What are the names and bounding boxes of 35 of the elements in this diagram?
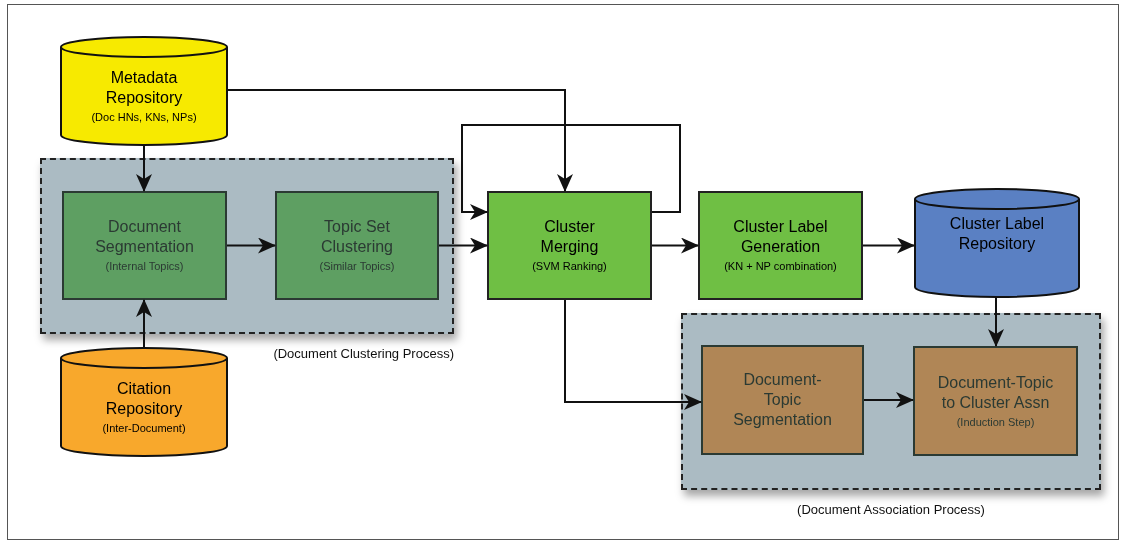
node-subtitle: (Similar Topics) xyxy=(319,259,395,274)
arrow xyxy=(136,299,152,348)
arrow xyxy=(988,297,1004,347)
node-subtitle: (Internal Topics) xyxy=(105,259,184,274)
group-label: (Document Association Process) xyxy=(797,502,985,517)
node-title: Document-Topic to Cluster Assn xyxy=(936,372,1055,413)
process-box xyxy=(701,345,864,455)
process-box xyxy=(698,191,863,300)
arrow xyxy=(136,145,152,192)
process-box xyxy=(913,346,1078,456)
arrow xyxy=(461,124,681,220)
node-title: Topic Set Clustering xyxy=(320,217,394,257)
node-title: Metadata Repository xyxy=(104,68,184,108)
group-label: (Document Clustering Process) xyxy=(273,346,454,361)
arrow xyxy=(438,237,488,254)
node-title: Citation Repository xyxy=(104,379,184,419)
node-title: Document Segmentation xyxy=(94,217,195,257)
node-subtitle: (Inter-Document) xyxy=(102,421,186,436)
arrow xyxy=(862,237,915,254)
arrow xyxy=(651,237,699,254)
arrow xyxy=(564,299,702,410)
node-title: Cluster Merging xyxy=(539,217,600,257)
node-subtitle: (SVM Ranking) xyxy=(532,259,607,274)
node-title: Document- Topic Segmentation xyxy=(732,370,833,430)
process-box xyxy=(62,191,227,300)
arrow xyxy=(863,392,914,408)
process-box xyxy=(275,191,439,300)
arrow xyxy=(226,237,276,254)
node-title: Cluster Label Generation xyxy=(732,217,829,257)
node-title: Cluster Label Repository xyxy=(948,214,1046,254)
node-subtitle: (KN + NP combination) xyxy=(724,259,837,274)
node-subtitle: (Doc HNs, KNs, NPs) xyxy=(91,110,197,125)
process-box xyxy=(487,191,652,300)
arrow xyxy=(227,89,573,192)
node-subtitle: (Induction Step) xyxy=(956,414,1035,430)
